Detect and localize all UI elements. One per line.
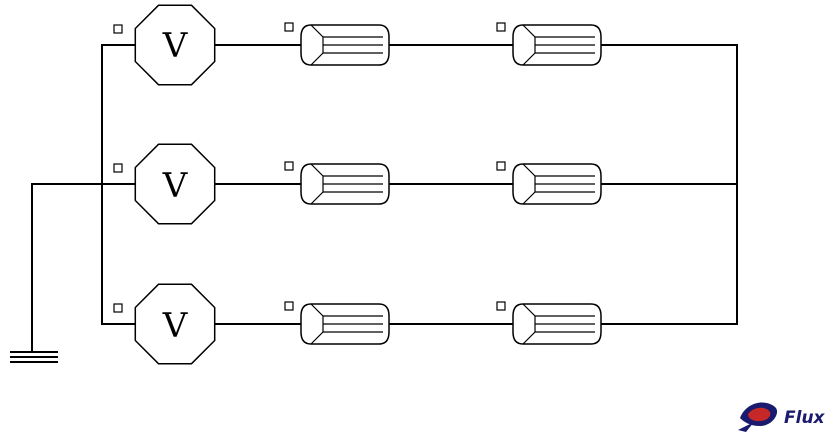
circuit-row-2: [101, 143, 738, 225]
voltage-source-icon: [134, 143, 216, 225]
voltage-source-icon: [134, 283, 216, 365]
circuit-row-3: [101, 283, 738, 365]
terminal-marker: [113, 24, 123, 34]
flux-logo: [738, 402, 778, 432]
conductor-2-1: [300, 163, 390, 205]
circuit-row-1: [101, 4, 738, 86]
terminal-marker: [496, 22, 506, 32]
voltage-source-icon: [134, 4, 216, 86]
voltage-source-label-2: V: [162, 166, 189, 206]
terminal-marker: [284, 301, 294, 311]
terminal-marker: [496, 161, 506, 171]
logo-text: Flux: [784, 408, 825, 428]
terminal-marker: [496, 301, 506, 311]
voltage-source-label-1: V: [162, 26, 189, 66]
ground-icon: [10, 351, 58, 363]
conductor-1-2: [512, 24, 602, 66]
ground-connection: [10, 44, 119, 363]
conductor-3-2: [512, 303, 602, 345]
terminal-marker: [284, 22, 294, 32]
voltage-source-label-3: V: [162, 306, 189, 346]
terminal-marker: [284, 161, 294, 171]
terminal-marker: [113, 163, 123, 173]
conductor-2-2: [512, 163, 602, 205]
terminal-marker: [113, 303, 123, 313]
conductor-1-1: [300, 24, 390, 66]
conductor-3-1: [300, 303, 390, 345]
